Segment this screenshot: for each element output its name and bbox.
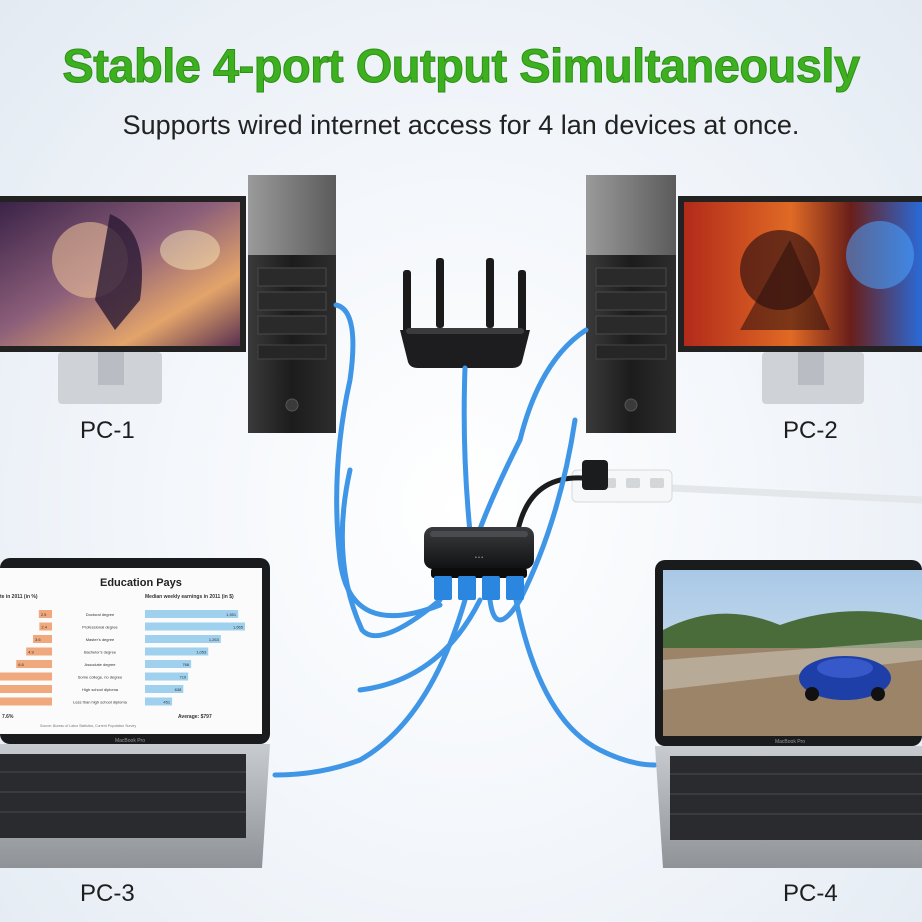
earnings-label: 451 <box>163 700 170 705</box>
right-heading: Median weekly earnings in 2011 (in $) <box>145 594 234 600</box>
pc4-brand: MacBook Pro <box>775 739 805 745</box>
earnings-label: 638 <box>175 687 182 692</box>
degree-label: Professional degree <box>82 625 118 630</box>
earnings-label: 1,263 <box>209 637 220 642</box>
degree-label: High school diploma <box>82 687 119 692</box>
earnings-bar <box>145 635 221 643</box>
svg-text:• • •: • • • <box>475 555 483 561</box>
degree-label: Bachelor's degree <box>84 650 117 655</box>
pc4-laptop <box>655 560 922 868</box>
earnings-bar <box>145 672 189 681</box>
pc1-tower <box>248 175 336 433</box>
pc2-tower <box>586 175 676 433</box>
pc2-label: PC-2 <box>783 417 838 444</box>
footer-right: Average: $797 <box>178 714 212 720</box>
pc3-laptop <box>0 558 270 868</box>
pc2-monitor <box>678 196 922 404</box>
education-row: 4.9 Bachelor's degree 1,053 <box>26 647 209 656</box>
earnings-label: 1,665 <box>233 625 244 630</box>
degree-label: Less than high school diploma <box>73 700 128 705</box>
rate-bar <box>16 660 52 668</box>
rate-label: 2.5 <box>41 612 47 617</box>
earnings-bar <box>145 660 192 668</box>
earnings-bar <box>145 647 209 656</box>
router <box>400 258 530 368</box>
education-row: High school diploma 638 <box>0 685 184 693</box>
pc3-brand: MacBook Pro <box>115 738 145 744</box>
ethernet-switch: • • • <box>424 527 534 600</box>
headline-title: Stable 4-port Output Simultaneously <box>62 39 861 93</box>
degree-label: Master's degree <box>86 637 115 642</box>
power-strip <box>515 460 922 531</box>
earnings-bar <box>145 610 239 618</box>
education-rows: 2.5 Doctoral degree 1,551 2.4 Professional d… <box>0 610 245 706</box>
pc1-monitor <box>0 196 246 404</box>
earnings-bar <box>145 685 184 693</box>
ethernet-cables <box>272 302 658 778</box>
earnings-bar <box>145 622 245 631</box>
rate-bar <box>33 635 52 643</box>
earnings-label: 768 <box>182 662 189 667</box>
pc3-label: PC-3 <box>80 880 135 907</box>
left-heading: te in 2011 (in %) <box>0 594 38 600</box>
degree-label: Some college, no degree <box>78 675 123 680</box>
education-row: Less than high school diploma 451 <box>0 697 173 706</box>
rate-label: 6.8 <box>18 662 24 667</box>
source-note: Source: Bureau of Labor Statistics, Curr… <box>40 724 136 728</box>
rate-bar <box>39 622 52 631</box>
rate-bar <box>26 647 52 656</box>
education-pays-chart: Education Pays te in 2011 (in %) Median … <box>0 577 245 728</box>
earnings-label: 1,053 <box>196 650 207 655</box>
earnings-bar <box>145 697 173 706</box>
rate-label: 2.4 <box>41 625 47 630</box>
education-row: 2.4 Professional degree 1,665 <box>39 622 245 631</box>
rate-bar <box>38 610 52 618</box>
headline-subtitle: Supports wired internet access for 4 lan… <box>122 110 800 140</box>
rate-bar <box>0 685 52 693</box>
degree-label: Doctoral degree <box>86 612 115 617</box>
education-row: 6.8 Associate degree 768 <box>16 660 192 668</box>
footer-left: 7.6% <box>2 714 14 720</box>
earnings-label: 1,551 <box>226 612 237 617</box>
rate-label: 4.9 <box>28 650 34 655</box>
chart-title: Education Pays <box>100 577 182 589</box>
pc4-label: PC-4 <box>783 880 838 907</box>
education-row: 3.6 Master's degree 1,263 <box>33 635 221 643</box>
education-row: 2.5 Doctoral degree 1,551 <box>38 610 239 618</box>
pc1-label: PC-1 <box>80 417 135 444</box>
earnings-label: 719 <box>179 675 186 680</box>
rate-label: 3.6 <box>35 637 41 642</box>
rate-bar <box>0 697 52 706</box>
degree-label: Associate degree <box>85 662 117 667</box>
rate-bar <box>0 672 52 681</box>
education-row: Some college, no degree 719 <box>0 672 189 681</box>
